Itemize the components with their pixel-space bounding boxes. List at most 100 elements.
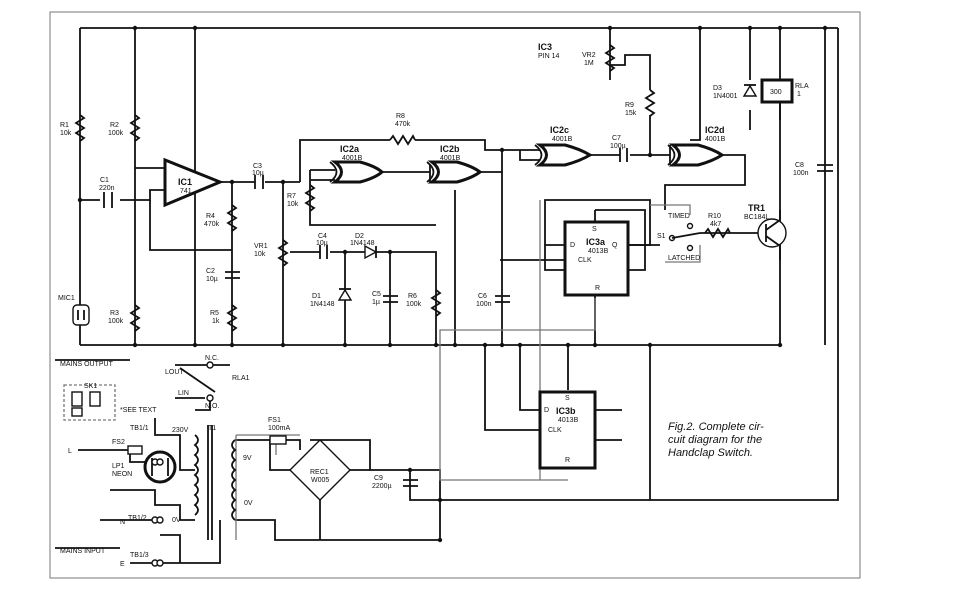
label-no: N.O.: [205, 403, 219, 410]
label-t1: T1: [208, 425, 216, 432]
label-sk1: SK1: [84, 383, 97, 390]
label-r6: R6: [408, 293, 417, 300]
label-d3-val: 1N4001: [713, 93, 738, 100]
resistor-symbols: [74, 44, 731, 332]
label-ic1: IC1: [178, 177, 192, 187]
label-c4: C4: [318, 233, 327, 240]
resistor-r10: [704, 227, 731, 239]
label-lin: LIN: [178, 390, 189, 397]
label-line-e: E: [120, 561, 125, 568]
label-fs1-val: 100mA: [268, 425, 291, 432]
label-r1: R1: [60, 122, 69, 129]
label-r2: R2: [110, 122, 119, 129]
label-rla1: RLA1: [232, 375, 250, 382]
neon-lamp-lp1: [143, 450, 177, 484]
label-r10: R10: [708, 213, 721, 220]
label-d2: D2: [355, 233, 364, 240]
wires: [55, 27, 839, 564]
label-r6-val: 100k: [406, 301, 422, 308]
gate-ic2d: [668, 143, 725, 167]
label-r9: R9: [625, 102, 634, 109]
fuse-fs1: [269, 435, 287, 445]
rectifier-rec1: [289, 439, 351, 501]
label-c6-val: 100n: [476, 301, 492, 308]
label-mains-output: MAINS OUTPUT: [60, 361, 114, 368]
switch-s1: [668, 222, 701, 252]
label-ic1-val: 741: [180, 188, 192, 195]
label-c5: C5: [372, 291, 381, 298]
label-ic2a-val: 4001B: [342, 155, 363, 162]
label-c7-val: 100µ: [610, 143, 626, 150]
label-r5-val: 1k: [212, 318, 220, 325]
diode-symbols: [337, 84, 758, 301]
label-vr1: VR1: [254, 243, 268, 250]
microphone-mic1: [72, 304, 90, 326]
figure-caption-line3: Handclap Switch.: [668, 447, 753, 459]
resistor-r5: [226, 304, 238, 332]
label-pin-r: R: [595, 285, 600, 292]
label-r4: R4: [206, 213, 215, 220]
junctions: [77, 25, 828, 543]
label-rec1-val: W005: [311, 477, 329, 484]
opamp-ic1: [163, 157, 224, 208]
label-pin-d: D: [570, 242, 575, 249]
gate-ic2b: [427, 160, 483, 184]
label-c8-val: 100n: [793, 170, 809, 177]
label-v9: 9V: [243, 455, 252, 462]
label-ic3a-val: 4013B: [588, 248, 609, 255]
label-r10-val: 4k7: [710, 221, 721, 228]
label-mic1: MIC1: [58, 295, 75, 302]
label-ic2a: IC2a: [340, 144, 360, 154]
label-c9-val: 2200µ: [372, 483, 392, 490]
label-c6: C6: [478, 293, 487, 300]
label-timed: TIMED: [668, 213, 690, 220]
label-r7-val: 10k: [287, 201, 299, 208]
label-ic3b-val: 4013B: [558, 417, 579, 424]
label-line-n: N: [120, 519, 125, 526]
label-r4-val: 470k: [204, 221, 220, 228]
label-tb1-2: TB1/2: [128, 515, 147, 522]
label-ic3a: IC3a: [586, 237, 606, 247]
label-r2-val: 100k: [108, 130, 124, 137]
label-r8-val: 470k: [395, 121, 411, 128]
label-ic2d-val: 4001B: [705, 136, 726, 143]
label-nc: N.C.: [205, 355, 219, 362]
label-vr2: VR2: [582, 52, 596, 59]
flipflop-ic3b: [538, 390, 597, 470]
label-v230: 230V: [172, 427, 189, 434]
label-r9-val: 15k: [625, 110, 637, 117]
label-pin-clk-b: CLK: [548, 427, 562, 434]
capacitor-symbols: [103, 148, 833, 487]
figure-caption-line2: cuit diagram for the: [668, 434, 762, 446]
label-c2: C2: [206, 268, 215, 275]
label-line-l: L: [68, 448, 72, 455]
label-v0b: 0V: [172, 517, 181, 524]
label-fs2: FS2: [112, 439, 125, 446]
label-s1: S1: [657, 233, 666, 240]
label-c1: C1: [100, 177, 109, 184]
resistor-r9: [644, 89, 656, 117]
resistor-r3: [129, 304, 141, 332]
label-pin-d-b: D: [544, 407, 549, 414]
label-tr1: TR1: [748, 203, 765, 213]
label-r5: R5: [210, 310, 219, 317]
resistor-r4: [226, 204, 238, 232]
resistor-vr2: [604, 44, 616, 72]
gate-ic2a: [330, 160, 385, 184]
label-fs1: FS1: [268, 417, 281, 424]
label-rec1: REC1: [310, 469, 329, 476]
label-neon: NEON: [112, 471, 132, 478]
label-rla-num: 1: [797, 91, 801, 98]
gate-ic2c: [535, 143, 593, 167]
label-rla-coil: 300: [770, 89, 782, 96]
label-r3: R3: [110, 310, 119, 317]
label-ic3b: IC3b: [556, 406, 576, 416]
xor-gates: [329, 143, 725, 184]
label-v0: 0V: [244, 500, 253, 507]
label-ic2b-val: 4001B: [440, 155, 461, 162]
label-ic3-pin14: PIN 14: [538, 53, 560, 60]
label-c8: C8: [795, 162, 804, 169]
label-lout: LOUT: [165, 369, 184, 376]
label-ic2d: IC2d: [705, 125, 725, 135]
label-see-text: *SEE TEXT: [120, 407, 157, 414]
